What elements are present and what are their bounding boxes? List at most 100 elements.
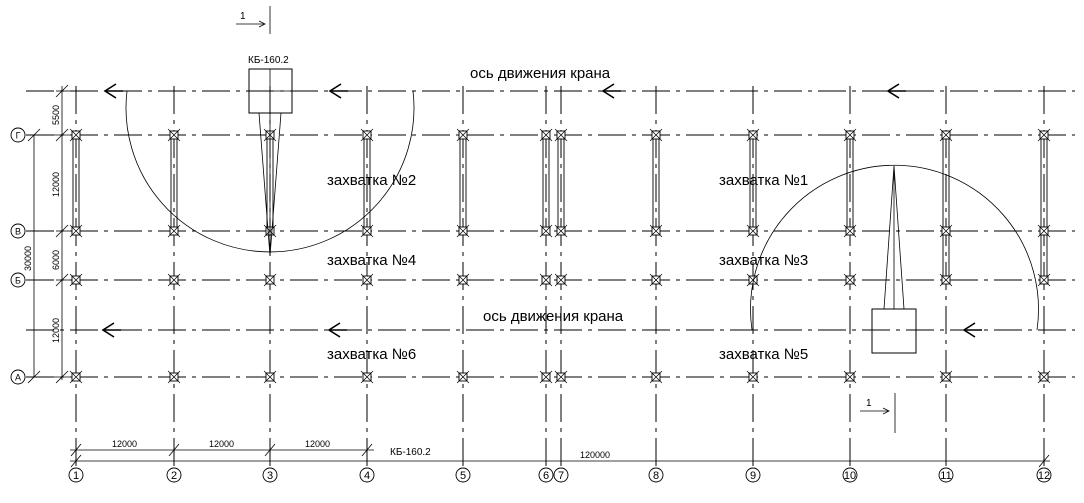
row-axis-bubble: А (10, 369, 26, 385)
direction-arrow-icon (601, 83, 621, 99)
crane-top-reach-circle (125, 90, 415, 253)
svg-text:1: 1 (240, 11, 246, 22)
zone-label-6: захватка №6 (327, 346, 416, 363)
column-axis-bubble: 9 (745, 467, 761, 483)
column-node (746, 224, 760, 238)
column-node (69, 224, 83, 238)
column-node (746, 128, 760, 142)
column-node (939, 128, 953, 142)
crane-bottom-reach-circle (750, 164, 1039, 331)
column-axis-bubble: 11 (938, 467, 954, 483)
svg-text:7: 7 (558, 470, 564, 482)
zone-label-5: захватка №5 (719, 346, 808, 363)
svg-text:12: 12 (1038, 470, 1050, 482)
zone-label-4: захватка №4 (327, 252, 416, 269)
svg-text:1: 1 (866, 398, 872, 409)
column-node (360, 128, 374, 142)
svg-text:3: 3 (267, 470, 273, 482)
svg-text:2: 2 (171, 470, 177, 482)
column-axis-bubble: 4 (359, 467, 375, 483)
column-axis-bubble: 6 (538, 467, 554, 483)
svg-text:12000: 12000 (305, 439, 330, 449)
column-node (69, 128, 83, 142)
svg-text:Г: Г (16, 131, 21, 141)
column-node (167, 273, 181, 287)
column-node (554, 128, 568, 142)
zone-label-1: захватка №1 (719, 172, 808, 189)
svg-text:4: 4 (364, 470, 370, 482)
svg-text:6000: 6000 (51, 250, 61, 270)
section-mark-top: 1 (236, 6, 271, 34)
column-node (539, 370, 553, 384)
column-node (554, 273, 568, 287)
column-node (843, 224, 857, 238)
column-node (843, 128, 857, 142)
row-axis-bubble: Г (10, 127, 26, 143)
column-node (69, 273, 83, 287)
column-node (649, 370, 663, 384)
roof-beams (72, 136, 1048, 279)
svg-text:8: 8 (653, 470, 659, 482)
row-axis-markers: Г В Б А (10, 127, 26, 385)
column-node (649, 128, 663, 142)
column-node (746, 370, 760, 384)
column-node (539, 224, 553, 238)
column-node (843, 370, 857, 384)
column-node (456, 224, 470, 238)
column-node (1037, 370, 1051, 384)
crane-name-bottom: КБ-160.2 (390, 447, 431, 458)
column-axis-bubble: 10 (842, 467, 858, 483)
column-node (939, 370, 953, 384)
grid-row-lines (26, 134, 1075, 378)
svg-text:5500: 5500 (51, 105, 61, 125)
column-node (554, 224, 568, 238)
column-node (939, 273, 953, 287)
direction-arrow-icon (962, 322, 982, 338)
direction-arrow-icon (103, 83, 123, 99)
column-node (1037, 224, 1051, 238)
column-axis-bubble: 5 (455, 467, 471, 483)
crane-axis-label-top: ось движения крана (470, 65, 611, 82)
column-node (263, 370, 277, 384)
column-node (649, 224, 663, 238)
svg-text:10: 10 (844, 470, 856, 482)
svg-text:А: А (15, 373, 21, 383)
svg-text:5: 5 (460, 470, 466, 482)
column-node (167, 370, 181, 384)
column-node (360, 370, 374, 384)
column-node (649, 273, 663, 287)
vertical-dimensions: 5500 12000 6000 12000 30000 (23, 84, 70, 384)
direction-arrow-icon (886, 83, 906, 99)
zone-label-2: захватка №2 (327, 172, 416, 189)
column-node (939, 224, 953, 238)
crane-axis-label-bottom: ось движения крана (483, 308, 624, 325)
svg-text:Б: Б (15, 276, 21, 286)
column-axis-bubble: 3 (262, 467, 278, 483)
svg-text:11: 11 (940, 470, 951, 482)
horizontal-dimensions: 12000 12000 12000 120000 КБ-160.2 (70, 439, 1050, 468)
svg-text:12000: 12000 (112, 439, 137, 449)
column-node (456, 128, 470, 142)
crane-top: КБ-160.2 (125, 55, 415, 257)
svg-text:12000: 12000 (209, 439, 234, 449)
column-node (456, 273, 470, 287)
column-axis-bubble: 12 (1036, 467, 1052, 483)
svg-text:120000: 120000 (580, 450, 610, 460)
row-axis-bubble: Б (10, 272, 26, 288)
direction-arrow-icon (328, 83, 348, 99)
direction-arrow-icon (327, 322, 347, 338)
column-axis-bubble: 7 (553, 467, 569, 483)
zone-label-3: захватка №3 (719, 252, 808, 269)
column-node (69, 370, 83, 384)
column-node (456, 370, 470, 384)
column-axis-bubble: 8 (648, 467, 664, 483)
row-axis-bubble: В (10, 223, 26, 239)
svg-text:12000: 12000 (51, 172, 61, 197)
svg-text:6: 6 (543, 470, 549, 482)
column-nodes (69, 128, 1051, 384)
column-node (263, 273, 277, 287)
svg-text:9: 9 (750, 470, 756, 482)
crane-bottom (750, 164, 1039, 354)
crane-top-label: КБ-160.2 (248, 55, 289, 66)
